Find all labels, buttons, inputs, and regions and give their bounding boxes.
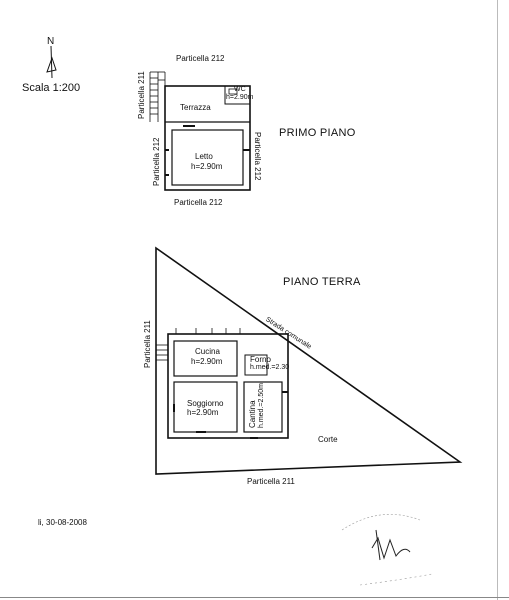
- upper-floor-plan: [149, 71, 251, 191]
- north-arrow-icon: [46, 45, 57, 79]
- signature-drawing: [341, 514, 433, 586]
- upper-floor-title: PRIMO PIANO: [279, 127, 356, 139]
- bedroom-height: h=2.90m: [191, 162, 223, 171]
- kitchen-height: h=2.90m: [191, 357, 223, 366]
- oven-height: h.med.=2.30: [250, 364, 290, 371]
- upper-parcel-bottom: Particella 212: [174, 198, 223, 207]
- kitchen-label: Cucina: [195, 347, 220, 356]
- wc-label: WC: [234, 86, 246, 93]
- ground-floor-plan: [155, 246, 463, 475]
- ground-parcel-left: Particella 211: [143, 320, 152, 368]
- oven-label: Forno: [250, 355, 271, 364]
- bedroom-label: Letto: [195, 152, 213, 161]
- wc-height: h=2.90m: [226, 94, 254, 101]
- ground-floor-title: PIANO TERRA: [283, 276, 361, 288]
- upper-parcel-top: Particella 212: [176, 54, 225, 63]
- upper-parcel-right: Particella 212: [253, 132, 262, 181]
- ground-parcel-bottom: Particella 211: [247, 477, 295, 486]
- upper-parcel-left: Particella 211: [137, 71, 146, 119]
- terrace-label: Terrazza: [180, 103, 211, 112]
- cellar-label: Cantina: [248, 400, 257, 428]
- north-label: N: [47, 36, 55, 47]
- page-bottom-line: [0, 597, 509, 598]
- cellar-height: h.med.=2.50m: [258, 383, 265, 428]
- date-label: li, 30-08-2008: [38, 518, 87, 527]
- living-height: h=2.90m: [187, 408, 219, 417]
- living-label: Soggiorno: [187, 399, 224, 408]
- scale-label: Scala 1:200: [22, 82, 81, 94]
- upper-parcel-left-2: Particella 212: [152, 137, 161, 186]
- page-edge-line: [497, 0, 498, 600]
- court-label: Corte: [318, 435, 338, 444]
